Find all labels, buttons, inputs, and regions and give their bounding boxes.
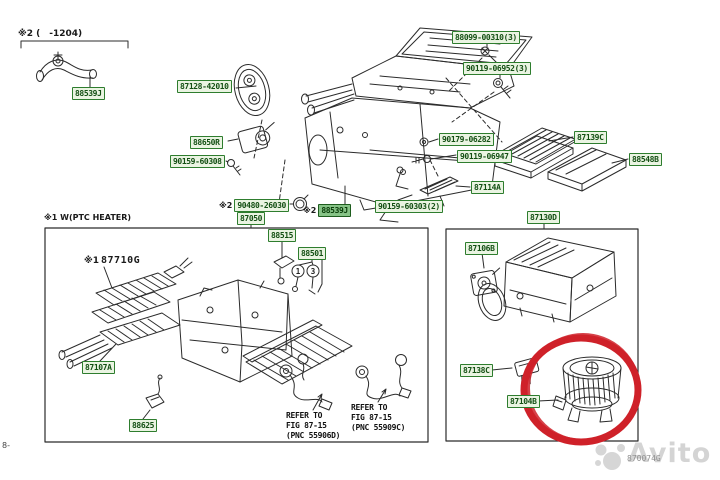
part-label-servo-main[interactable]: 88650R [190,136,223,149]
part-label-packing-kit[interactable]: 88501 [298,247,327,260]
blower-case-sketch [503,237,617,323]
part-label-bolt-top[interactable]: 90119-06952(3) [463,62,531,75]
cooling-case-sketch [177,279,293,383]
heater-core-sketch [58,312,181,369]
part-label-resistor[interactable]: 87138C [460,364,493,377]
refer-note-a-line2: FIG 87-15 [286,421,327,430]
part-label-hose-mid-wrap: ※2 88539J [303,204,351,217]
part-label-screw-top[interactable]: 88099-00310(3) [452,31,520,44]
ptc-heater-sketch [91,257,193,324]
note-ref1: ※1 [84,255,100,266]
part-label-filter-cover[interactable]: 88548B [629,153,662,166]
part-label-hose-clamp-wrap: ※2 90480-26030 [219,199,289,212]
applicability-bracket [20,40,129,49]
leader-servo-main [227,138,239,142]
corner-mark: 8- [2,441,10,450]
leader-resistor [491,367,513,371]
watermark-text: Avito [628,438,712,469]
part-label-filter[interactable]: 87139C [574,131,607,144]
servo-blower-sketch [470,267,501,296]
refer-note-b-line2: FIG 87-15 [351,413,392,422]
bolt-top-sketch [493,72,512,99]
grommet-sketch [233,64,271,116]
harness-a-sketch [279,353,333,411]
damper-strip-sketch [397,176,471,201]
refer-note-b: REFER TO FIG 87-15 (PNC 55909C) [351,403,406,433]
watermark-logo [595,444,625,470]
part-label-damper[interactable]: 87114A [471,181,504,194]
callout-3-text: 3 [311,267,316,276]
connector-sketch [142,374,165,420]
part-text-ptc-heater: 87710G [101,255,141,266]
callout-circle-3 [306,264,320,278]
part-label-valve-expansion[interactable]: 88515 [268,229,297,242]
fastener-mid-sketch [411,137,457,164]
refer-note-a-line1: REFER TO [286,411,323,420]
ptc-heater-note: ※1 W(PTC HEATER) [44,213,132,222]
note-ref2-hose: ※2 [303,206,317,215]
cooling-unit-box [44,227,429,443]
part-label-heater-core[interactable]: 87107A [82,361,115,374]
red-highlight-circle [520,333,642,446]
callout-1-text: 1 [296,267,301,276]
part-label-screw-pair[interactable]: 90159-60303(2) [375,200,443,213]
refer-note-a-line3: (PNC 55906D) [286,431,341,440]
refer-note-b-line3: (PNC 55909C) [351,423,406,432]
part-label-bolt-mid[interactable]: 90119-06947 [457,150,512,163]
packing-kit-leaders [292,255,323,295]
part-label-motor-blower[interactable]: 87104B [507,395,540,408]
part-label-hose-clamp[interactable]: 90480-26030 [234,199,289,212]
part-label-screw-servo[interactable]: 90159-60308 [170,155,225,168]
part-label-unit-blower[interactable]: 87130D [527,211,560,224]
note-ref2-clamp: ※2 [219,201,233,210]
leader-servo-blower [481,252,485,269]
hose-sketch [36,51,97,88]
part-label-servo-blower[interactable]: 87106B [465,242,498,255]
servo-main-sketch [237,121,275,154]
part-label-washer[interactable]: 90179-06282 [439,133,494,146]
callout-circle-1 [291,264,305,278]
screw-servo-sketch [225,159,242,176]
part-label-pipe-grommet[interactable]: 87128-42010 [177,80,232,93]
part-label-hose-mid[interactable]: 88539J [318,204,351,217]
part-label-hose-top[interactable]: 88539J [72,87,105,100]
part-label-connector[interactable]: 88625 [129,419,158,432]
refer-note-b-line1: REFER TO [351,403,388,412]
figure-code: 870074G [627,454,661,463]
blower-unit-box [445,228,639,442]
blower-motor-sketch [552,356,622,423]
part-label-unit-cooling[interactable]: 87050 [237,212,266,225]
filter-cover-sketch [547,147,629,192]
leader-motor [537,399,559,402]
applicability-note: ※2 ( -1204) [18,29,83,39]
expansion-valve-sketch [273,239,295,285]
leader-grommet [235,85,257,89]
refer-note-a: REFER TO FIG 87-15 (PNC 55906D) [286,411,341,441]
ptc-part-wrap: ※1 87710G [84,255,140,266]
screw-top-sketch [480,42,498,64]
harness-b-sketch [355,354,412,403]
